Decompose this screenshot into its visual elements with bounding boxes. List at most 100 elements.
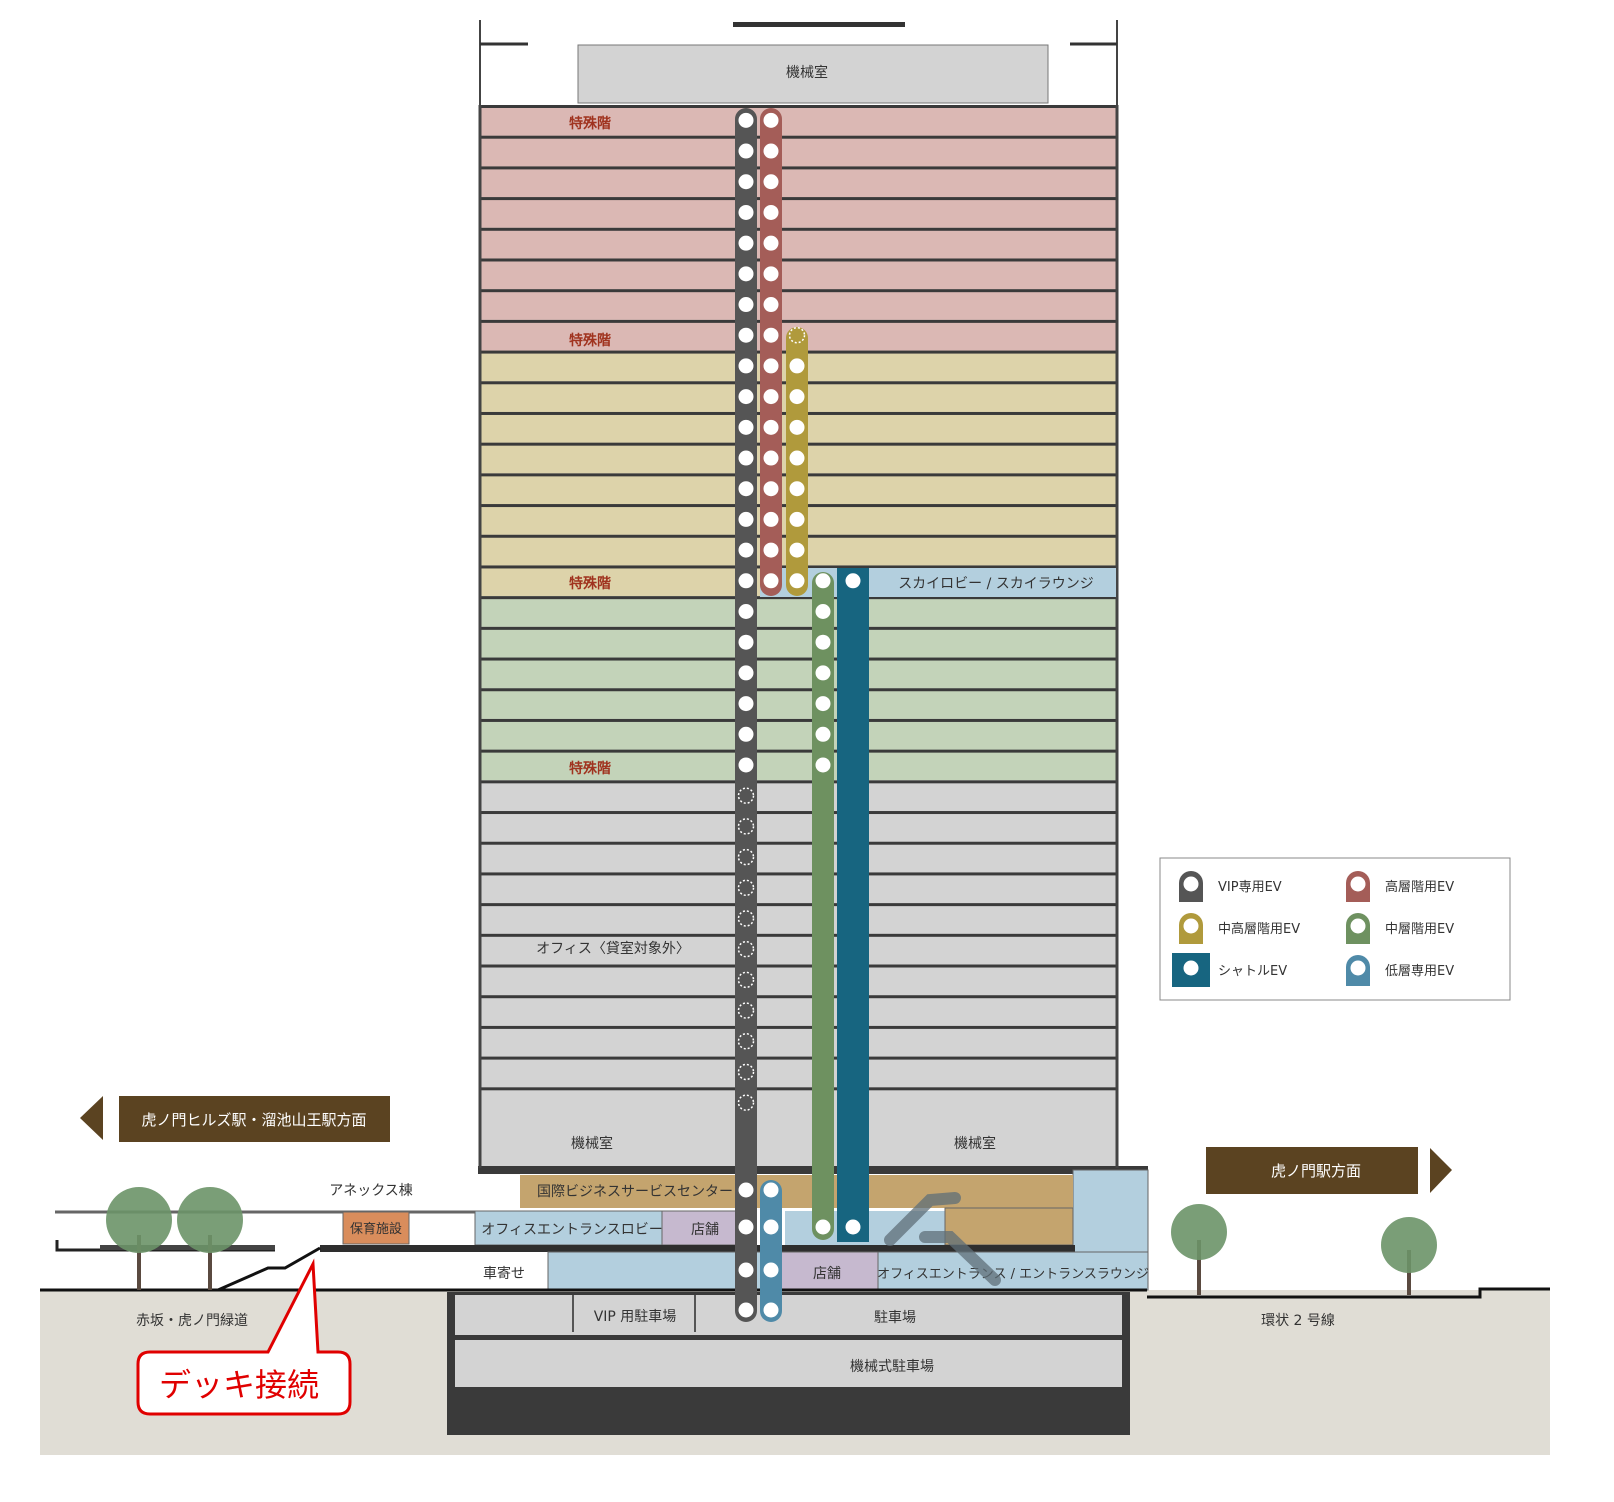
direction-sign-left-label: 虎ノ門ヒルズ駅・溜池山王駅方面 — [141, 1111, 366, 1129]
floor-office — [481, 1025, 1117, 1057]
nursery-label: 保育施設 — [350, 1221, 402, 1237]
legend-item: 高層階用EV — [1346, 871, 1454, 902]
floor-slab — [481, 1056, 1117, 1060]
mechanical-parking-label: 機械式駐車場 — [850, 1358, 934, 1375]
floor-mid_zone — [481, 657, 1117, 689]
vip-ev-stop — [738, 1219, 754, 1235]
legend-label: VIP専用EV — [1218, 880, 1282, 895]
low-ev-stop — [763, 1262, 779, 1278]
floor-slab — [481, 811, 1117, 815]
midhigh-ev-stop — [789, 419, 805, 435]
midhigh-ev-stop — [789, 358, 805, 374]
vip-ev-shaft — [735, 108, 757, 1322]
escalator-icon — [919, 1231, 1001, 1286]
vip-ev-stop — [737, 818, 755, 835]
direction-sign-left — [119, 1096, 390, 1142]
vip-ev-stop — [738, 604, 754, 619]
vip-parking-label: VIP 用駐車場 — [594, 1308, 677, 1325]
floor-slab — [481, 227, 1117, 231]
office-lobby-label: オフィスエントランスロビー — [481, 1222, 662, 1238]
high-ev-stop — [763, 573, 779, 589]
business-center — [520, 1175, 1073, 1208]
floor-slab — [481, 964, 1117, 968]
legend-item: 中層階用EV — [1346, 913, 1454, 944]
floor-office — [481, 903, 1117, 934]
floor-slab — [481, 1087, 1117, 1091]
tower-floors — [481, 105, 1117, 1118]
high-ev-stop — [763, 511, 779, 527]
floor-slab — [481, 626, 1117, 630]
floor-mid_zone — [481, 596, 1117, 627]
vip-ev-stop — [737, 787, 755, 804]
high-ev-stop — [763, 481, 779, 497]
vip-ev-stop — [738, 389, 754, 405]
high-ev-stop — [763, 174, 779, 190]
floor-office — [481, 995, 1117, 1026]
vip-ev-stop — [738, 726, 754, 742]
vip-ev-stop — [738, 1302, 754, 1318]
tree-icon — [106, 1187, 172, 1290]
elevator-shafts — [735, 108, 869, 1322]
deck-connection-callout — [136, 1258, 352, 1416]
high-ev-stop — [763, 297, 779, 313]
floor-special — [481, 105, 1117, 136]
vip-ev-stop — [738, 481, 754, 497]
vip-ev-stop — [738, 542, 754, 558]
mid-ev-stop — [815, 1219, 831, 1235]
mid-ev-stop — [815, 634, 831, 650]
vip-ev-stop — [738, 511, 754, 527]
legend-label: 中高層階用EV — [1218, 921, 1300, 937]
floor-slab — [481, 749, 1117, 753]
vip-ev-stop — [737, 879, 755, 897]
floor-office — [481, 811, 1117, 842]
legend-item: シャトルEV — [1172, 953, 1287, 987]
vip-ev-stop — [738, 573, 754, 589]
floor-slab — [481, 166, 1117, 170]
floor-special — [481, 166, 1117, 198]
tree-icon — [1381, 1217, 1437, 1295]
mid-ev-stop — [815, 757, 831, 773]
special-floor-label: 特殊階 — [569, 332, 611, 349]
floor-office — [481, 1087, 1117, 1118]
floor-slab — [481, 258, 1117, 262]
vip-ev-stop — [738, 266, 754, 282]
midhigh-ev-stop — [789, 389, 805, 405]
floor-special — [481, 135, 1117, 167]
floor-slab — [481, 319, 1117, 323]
shuttle-ev-stop — [845, 1219, 861, 1235]
mid-ev-stop — [815, 696, 831, 712]
tower-machine-room — [481, 1118, 1117, 1168]
low-ev-stop — [763, 1182, 779, 1198]
high-ev-shaft — [760, 108, 782, 596]
low-ev-stop — [763, 1219, 779, 1235]
floor-office — [481, 841, 1117, 873]
annex-label: アネックス棟 — [329, 1183, 413, 1199]
escalator-icon — [884, 1192, 961, 1246]
greenway-label: 赤坂・虎ノ門緑道 — [136, 1313, 248, 1329]
dropoff-label: 車寄せ — [483, 1265, 525, 1282]
vip-ev-stop — [738, 757, 754, 773]
shuttle-ev-stop — [845, 573, 861, 589]
legend-item: VIP専用EV — [1179, 871, 1282, 902]
legend-items: VIP専用EV 高層階用EV 中高層階用EV 中層階用EV シャトルEV 低層専用EV — [1172, 871, 1454, 987]
shop-label: 店舗 — [813, 1266, 841, 1282]
special-floor-label: 特殊階 — [569, 115, 611, 132]
vip-ev-stop — [738, 696, 754, 712]
vip-ev-stop — [738, 204, 754, 220]
high-ev-stop — [763, 143, 779, 159]
ring-road-label: 環状 2 号線 — [1261, 1313, 1335, 1329]
floor-mid_zone — [481, 749, 1117, 781]
vip-ev-stop — [737, 1002, 755, 1019]
legend-item: 中高層階用EV — [1179, 913, 1300, 944]
high-ev-stop — [763, 235, 779, 251]
vip-ev-stop — [738, 665, 754, 681]
midhigh-ev-stop — [789, 511, 805, 527]
floor-office — [481, 933, 1117, 965]
floor-office — [481, 1056, 1117, 1088]
legend — [1159, 857, 1511, 1001]
legend-item: 低層専用EV — [1346, 955, 1454, 986]
floor-slab — [481, 596, 1117, 600]
direction-sign-right — [1206, 1147, 1418, 1194]
floor-slab — [481, 1025, 1117, 1029]
tree-icon — [1171, 1204, 1227, 1295]
